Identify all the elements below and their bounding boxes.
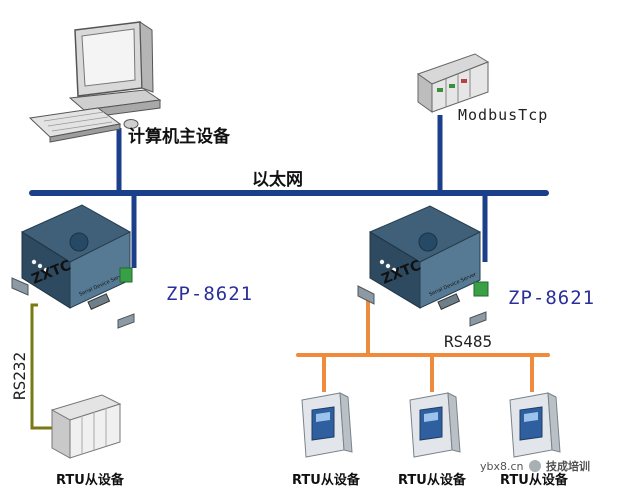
- modbus-plc-icon: [416, 53, 490, 113]
- rs485-label: RS485: [444, 332, 492, 351]
- device-server-left: ZXTC Serial Device Server: [11, 204, 135, 329]
- rtu-label-2: RTU从设备: [398, 472, 467, 488]
- rs232-line: [30, 303, 62, 430]
- rs232-label: RS232: [10, 352, 29, 400]
- ethernet-bus: [29, 115, 549, 268]
- watermark-site: ybx8.cn: [480, 460, 524, 473]
- host-label: 计算机主设备: [128, 126, 231, 147]
- watermark: ybx8.cn 技成培训: [480, 459, 590, 473]
- ethernet-label: 以太网: [252, 169, 303, 190]
- rtu-label-3: RTU从设备: [500, 472, 569, 488]
- model-label-right: ZP-8621: [508, 287, 595, 309]
- device-server-right: ZXTC Serial Device Server: [357, 205, 489, 327]
- rtu-device-3-icon: [509, 392, 561, 458]
- modbus-label: ModbusTcp: [458, 106, 548, 124]
- model-label-left: ZP-8621: [166, 283, 253, 305]
- rs485-bus: [296, 296, 550, 392]
- rtu-label-1: RTU从设备: [292, 472, 361, 488]
- rtu-label-left: RTU从设备: [56, 472, 125, 488]
- rtu-device-left-icon: [50, 394, 122, 459]
- rtu-device-2-icon: [409, 392, 461, 458]
- computer-icon: [28, 21, 162, 143]
- rtu-device-1-icon: [301, 392, 353, 458]
- watermark-name: 技成培训: [546, 459, 590, 473]
